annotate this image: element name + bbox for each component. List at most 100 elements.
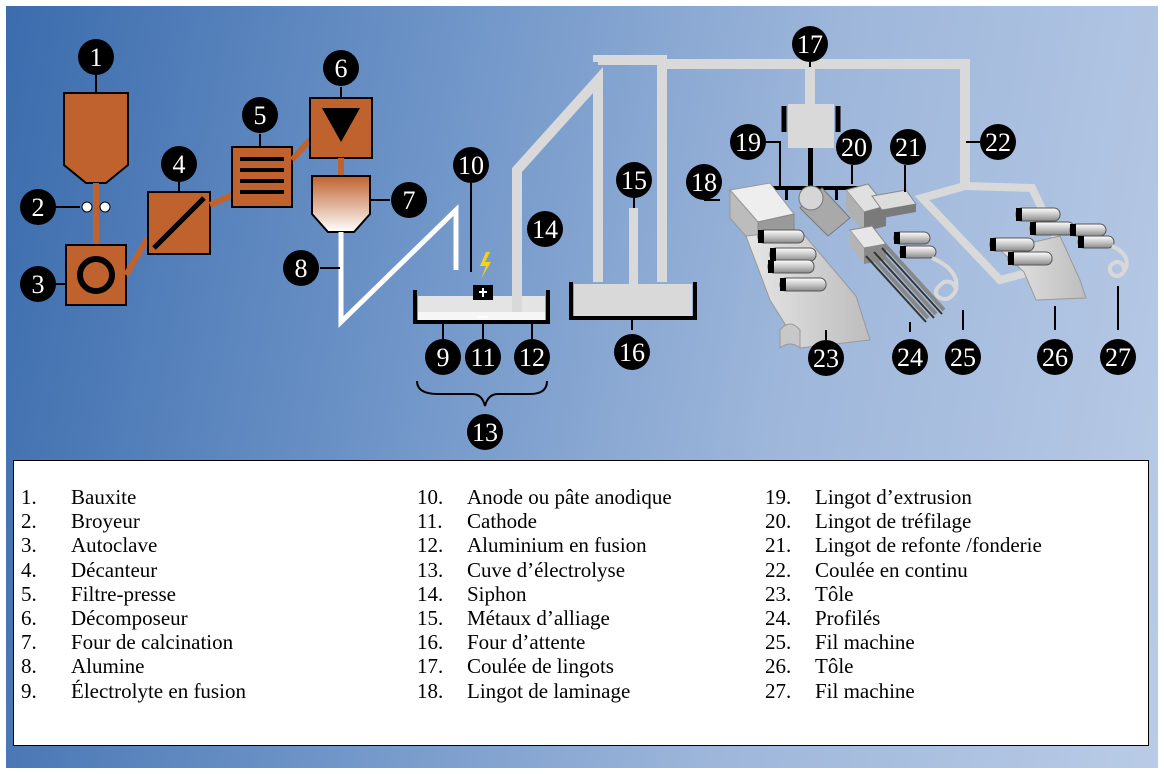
legend-item: 7.Four de calcination bbox=[21, 630, 246, 654]
badge-circle bbox=[616, 162, 652, 198]
badge-circle bbox=[527, 211, 563, 247]
legend-item: 14. Siphon bbox=[417, 582, 672, 606]
badge-number: 25 bbox=[950, 343, 976, 372]
number-badge: 17 bbox=[792, 26, 828, 62]
number-badge: 1 bbox=[78, 39, 114, 75]
legend-item: 8.Alumine bbox=[21, 654, 246, 678]
badge-number: 20 bbox=[841, 133, 867, 162]
legend-item-number: 27. bbox=[765, 678, 792, 703]
legend-item: 1.Bauxite bbox=[21, 485, 246, 509]
badge-circle bbox=[467, 414, 503, 450]
legend-item-number: 11. bbox=[417, 509, 443, 534]
legend-item: 11.Cathode bbox=[417, 509, 672, 533]
badge-circle bbox=[1100, 339, 1136, 375]
extrusion-press bbox=[849, 225, 946, 323]
legend-item-label: Fil machine bbox=[815, 678, 915, 703]
legend-item: 2.Broyeur bbox=[21, 509, 246, 533]
siphon-pipe bbox=[512, 55, 667, 312]
crusher-gears bbox=[81, 201, 111, 213]
legend-item-label: Aluminium en fusion bbox=[467, 533, 647, 558]
legend-item-number: 26. bbox=[765, 654, 792, 679]
number-badge: 13 bbox=[467, 414, 503, 450]
legend-item-label: Filtre-presse bbox=[71, 581, 176, 606]
legend-item-label: Fil machine bbox=[815, 630, 915, 655]
legend-item-number: 21. bbox=[765, 533, 792, 558]
badge-circle bbox=[945, 339, 981, 375]
badge-number: 18 bbox=[691, 168, 717, 197]
legend-item-label: Cuve d’électrolyse bbox=[467, 557, 626, 582]
badge-number: 14 bbox=[532, 215, 558, 244]
cell-brace bbox=[416, 380, 548, 407]
autoclave bbox=[65, 244, 127, 306]
legend-item-label: Four d’attente bbox=[467, 630, 586, 655]
badge-circle bbox=[20, 189, 56, 225]
legend-item-label: Broyeur bbox=[71, 509, 140, 534]
badge-number: 27 bbox=[1105, 343, 1131, 372]
badge-circle bbox=[792, 26, 828, 62]
filter-press bbox=[231, 146, 293, 208]
number-badge: 3 bbox=[20, 266, 56, 302]
legend-item: 10.Anode ou pâte anodique bbox=[417, 485, 672, 509]
legend-item-number: 23. bbox=[765, 581, 792, 606]
badge-number: 21 bbox=[895, 133, 921, 162]
number-badge: 4 bbox=[161, 146, 197, 182]
legend-item: 9.Électrolyte en fusion bbox=[21, 679, 246, 703]
legend-item-label: Siphon bbox=[467, 581, 527, 606]
badge-number: 4 bbox=[173, 150, 186, 179]
legend-item-label: Électrolyte en fusion bbox=[71, 678, 246, 703]
legend-item: 15. Métaux d’alliage bbox=[417, 606, 672, 630]
badge-number: 1 bbox=[90, 43, 103, 72]
legend-item: 3.Autoclave bbox=[21, 533, 246, 557]
legend-item: 18.Lingot de laminage bbox=[417, 679, 672, 703]
badge-circle bbox=[686, 164, 722, 200]
legend-item-number: 12. bbox=[417, 533, 444, 558]
number-badge: 20 bbox=[836, 129, 872, 165]
legend-item-number: 19. bbox=[765, 485, 792, 509]
legend-item-label: Métaux d’alliage bbox=[467, 606, 610, 631]
legend-item-number: 14. bbox=[417, 581, 444, 606]
legend-item-number: 6. bbox=[21, 606, 37, 631]
number-badge: 8 bbox=[283, 250, 319, 286]
legend-item: 23.Tôle bbox=[765, 582, 1042, 606]
wire-rolls-a bbox=[893, 231, 959, 301]
rolling-mill bbox=[745, 229, 871, 350]
badge-number: 7 bbox=[403, 186, 416, 215]
legend-item: 22.Coulée en continu bbox=[765, 558, 1042, 582]
number-badge: 2 bbox=[20, 189, 56, 225]
legend-item-number: 15. bbox=[417, 606, 444, 631]
legend-item-label: Lingot de laminage bbox=[467, 678, 631, 703]
badge-number: 6 bbox=[335, 54, 348, 83]
foundry-ingot bbox=[871, 189, 917, 218]
badge-number: 17 bbox=[797, 30, 823, 59]
bauxite-hopper bbox=[63, 92, 129, 184]
casting-pipe bbox=[662, 59, 970, 186]
holding-furnace bbox=[569, 282, 697, 320]
alumina-line bbox=[338, 204, 459, 328]
badge-number: 8 bbox=[295, 254, 308, 283]
badge-number: 10 bbox=[458, 151, 484, 180]
legend-item-label: Anode ou pâte anodique bbox=[467, 485, 672, 509]
badge-circle bbox=[1037, 339, 1073, 375]
decanter bbox=[147, 191, 211, 255]
pipe-autoclave-decanter bbox=[123, 236, 151, 277]
legend-item-label: Décanteur bbox=[71, 557, 158, 582]
badge-circle bbox=[514, 339, 550, 375]
legend-item: 24.Profilés bbox=[765, 606, 1042, 630]
legend-item-number: 16. bbox=[417, 630, 444, 655]
legend-item-number: 8. bbox=[21, 654, 37, 679]
legend-item-number: 4. bbox=[21, 557, 37, 582]
legend-item-label: Autoclave bbox=[71, 533, 158, 558]
badge-circle bbox=[242, 97, 278, 133]
badge-number: 13 bbox=[472, 418, 498, 447]
legend-item: 25.Fil machine bbox=[765, 630, 1042, 654]
legend-item-label: Coulée de lingots bbox=[467, 654, 614, 679]
cathode-sign: − bbox=[476, 307, 489, 326]
badge-circle bbox=[391, 182, 427, 218]
alloy-metals-rod bbox=[629, 208, 638, 284]
legend-item: 19.Lingot d’extrusion bbox=[765, 485, 1042, 509]
badge-number: 22 bbox=[985, 128, 1011, 157]
